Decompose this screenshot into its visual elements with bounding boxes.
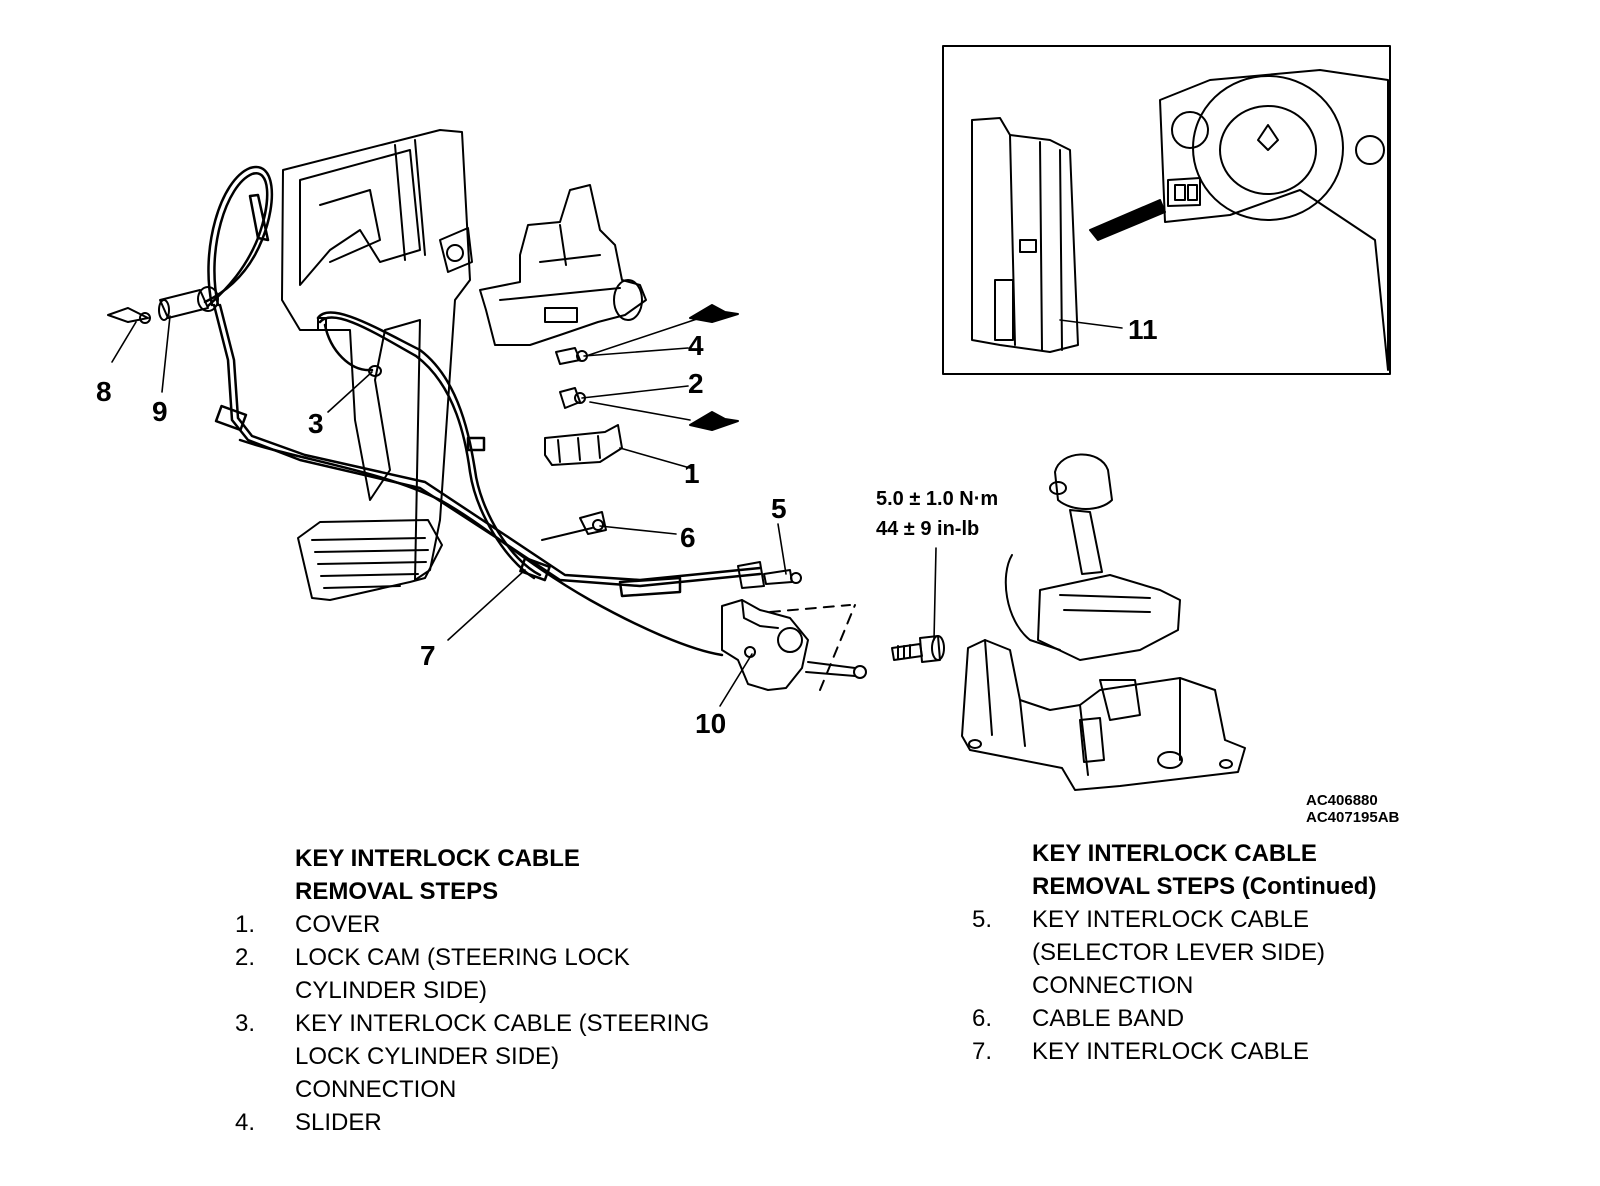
callout-4: 4 <box>688 330 704 361</box>
step-number: 7. <box>972 1038 993 1065</box>
step-item: 5. KEY INTERLOCK CABLE (SELECTOR LEVER SI… <box>972 903 1452 1002</box>
steps-title: REMOVAL STEPS <box>295 878 499 905</box>
brake-pedal <box>297 519 443 601</box>
figure-code: AC407195AB <box>1306 809 1400 826</box>
selector-lever-assembly <box>961 453 1246 791</box>
callout-3: 3 <box>308 408 324 439</box>
step-text: KEY INTERLOCK CABLE (SELECTOR LEVER SIDE… <box>1032 906 1325 999</box>
steps-title: REMOVAL STEPS (Continued) <box>1032 873 1377 900</box>
key-interlock-bracket <box>721 599 867 691</box>
step-number: 4. <box>235 1109 256 1136</box>
step-number: 5. <box>972 906 993 933</box>
step-item: 1. COVER <box>235 908 715 941</box>
callout-11: 11 <box>1128 314 1158 345</box>
bolt <box>891 635 945 663</box>
removal-steps-list: KEY INTERLOCK CABLE REMOVAL STEPS 1. COVE… <box>235 842 715 1139</box>
steps-title: KEY INTERLOCK CABLE <box>1032 840 1317 867</box>
callout-6: 6 <box>680 522 696 553</box>
clip-and-grommet <box>107 286 219 324</box>
step-number: 1. <box>235 911 256 938</box>
leader-lines <box>111 315 1123 707</box>
torque-imperial: 44 ± 9 in-lb <box>876 518 980 540</box>
cable-end-connector <box>317 317 382 377</box>
callout-5: 5 <box>771 493 787 524</box>
step-number: 2. <box>235 944 256 971</box>
step-item: 6. CABLE BAND <box>972 1002 1452 1035</box>
figure-code: AC406880 <box>1306 792 1378 809</box>
torque-metric: 5.0 ± 1.0 N·m <box>876 488 999 510</box>
step-text: KEY INTERLOCK CABLE <box>1032 1038 1309 1065</box>
key-interlock-cable <box>203 165 762 657</box>
cable-end-part5 <box>737 561 802 589</box>
cover-lockcam-slider <box>544 304 739 466</box>
step-text: COVER <box>295 911 381 938</box>
callout-9: 9 <box>152 396 168 427</box>
callout-7: 7 <box>420 640 436 671</box>
steps-title: KEY INTERLOCK CABLE <box>295 845 580 872</box>
callout-8: 8 <box>96 376 112 407</box>
figure-codes: AC406880 AC407195AB <box>1306 792 1399 826</box>
callout-2: 2 <box>688 368 704 399</box>
steering-column-bracket <box>281 129 473 581</box>
cable-band <box>541 511 607 541</box>
callout-10: 10 <box>695 708 727 739</box>
step-text: CABLE BAND <box>1032 1005 1185 1032</box>
removal-steps-continued-list: KEY INTERLOCK CABLE REMOVAL STEPS (Conti… <box>972 837 1452 1068</box>
step-text: SLIDER <box>295 1109 382 1136</box>
step-item: 3. KEY INTERLOCK CABLE (STEERING LOCK CYL… <box>235 1007 715 1106</box>
step-text: LOCK CAM (STEERING LOCK CYLINDER SIDE) <box>295 944 630 1004</box>
torque-spec: 5.0 ± 1.0 N·m 44 ± 9 in-lb <box>876 484 998 544</box>
step-number: 6. <box>972 1005 993 1032</box>
steering-lock-cylinder <box>479 184 647 346</box>
step-item: 4. SLIDER <box>235 1106 715 1139</box>
callout-1: 1 <box>684 458 700 489</box>
step-item: 7. KEY INTERLOCK CABLE <box>972 1035 1452 1068</box>
step-number: 3. <box>235 1010 256 1037</box>
step-item: 2. LOCK CAM (STEERING LOCK CYLINDER SIDE) <box>235 941 715 1007</box>
step-text: KEY INTERLOCK CABLE (STEERING LOCK CYLIN… <box>295 1010 710 1103</box>
inset-frame <box>942 45 1391 375</box>
